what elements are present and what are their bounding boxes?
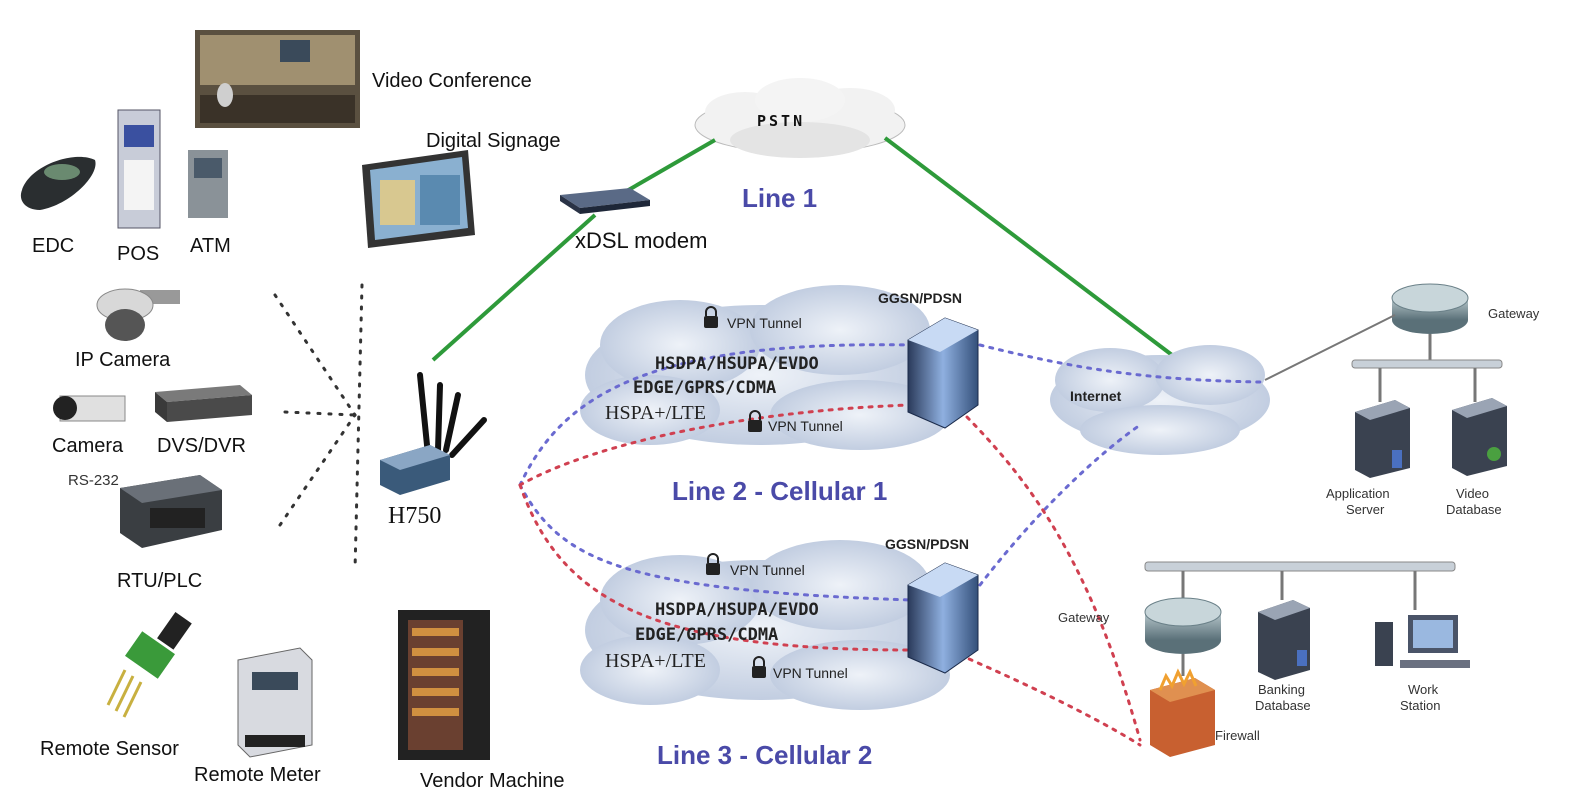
label-app-server-2: Server [1346, 502, 1385, 517]
gateway-router-bottom [1144, 597, 1222, 676]
pstn-cloud [694, 78, 906, 158]
dvs-dvr-icon [155, 385, 252, 422]
device-dotted-links [273, 283, 364, 572]
label-vendor-machine: Vendor Machine [420, 770, 565, 792]
label-gateway-top: Gateway [1488, 306, 1540, 321]
label-firewall: Firewall [1215, 728, 1260, 743]
label-rtu-plc: RTU/PLC [117, 570, 203, 592]
label-tech-row3: HSPA+/LTE [605, 650, 706, 672]
ggsn-server-2 [907, 562, 979, 674]
label-camera: Camera [52, 435, 124, 457]
label-remote-meter: Remote Meter [194, 764, 321, 786]
label-video-conference: Video Conference [372, 70, 532, 92]
atm-icon [188, 150, 228, 218]
video-database-icon [1452, 398, 1507, 476]
label-ggsn-2: GGSN/PDSN [885, 536, 970, 552]
banking-database-icon [1258, 600, 1310, 680]
camera-icon [53, 395, 126, 422]
red-vpn-dots [518, 403, 1142, 747]
pos-terminal-icon [117, 109, 161, 229]
label-banking-db-2: Database [1255, 698, 1311, 713]
lock-icon [748, 410, 762, 432]
label-line2: Line 2 - Cellular 1 [672, 476, 888, 506]
label-tech-row1: HSDPA/HSUPA/EVDO [655, 354, 819, 374]
label-internet: Internet [1070, 388, 1122, 404]
video-conference-image [195, 30, 360, 128]
remote-meter-icon [237, 647, 313, 758]
line1-links [431, 136, 1174, 362]
label-vpn-tunnel: VPN Tunnel [773, 665, 848, 681]
label-banking-db-1: Banking [1258, 682, 1305, 697]
label-rs232: RS-232 [68, 472, 119, 489]
lock-icon [706, 553, 720, 575]
label-tech-row1: HSDPA/HSUPA/EVDO [655, 600, 819, 620]
label-app-server-1: Application [1326, 486, 1390, 501]
ip-camera-icon [96, 288, 180, 341]
label-vpn-tunnel: VPN Tunnel [727, 315, 802, 331]
ggsn-server-1 [907, 317, 979, 429]
label-video-db-2: Database [1446, 502, 1502, 517]
label-edc: EDC [32, 235, 75, 257]
label-vpn-tunnel: VPN Tunnel [768, 418, 843, 434]
label-xdsl-modem: xDSL modem [575, 228, 708, 253]
label-ip-camera: IP Camera [75, 349, 171, 371]
internet-cloud [1050, 345, 1270, 455]
vendor-machine-icon [398, 610, 490, 760]
label-remote-sensor: Remote Sensor [40, 738, 179, 760]
firewall-icon [1150, 668, 1215, 757]
label-dvs-dvr: DVS/DVR [157, 435, 246, 457]
cellular-cloud-2 [580, 540, 950, 710]
h750-router-icon [380, 372, 487, 495]
label-atm: ATM [190, 235, 231, 257]
remote-sensor-icon [106, 611, 192, 718]
label-pos: POS [117, 243, 160, 265]
gateway-router-top [1391, 283, 1469, 334]
workstation-icon [1375, 615, 1470, 668]
cellular-cloud-1 [580, 285, 950, 450]
edc-terminal-icon [20, 156, 96, 210]
lock-icon [704, 306, 718, 328]
label-tech-row2: EDGE/GPRS/CDMA [633, 378, 777, 398]
label-pstn: PSTN [757, 112, 806, 130]
label-gateway-bottom: Gateway [1058, 610, 1110, 625]
label-line3: Line 3 - Cellular 2 [657, 740, 873, 770]
label-workstation-1: Work [1408, 682, 1439, 697]
label-tech-row2: EDGE/GPRS/CDMA [635, 625, 779, 645]
digital-signage-icon [362, 150, 475, 248]
label-vpn-tunnel: VPN Tunnel [730, 562, 805, 578]
application-server-icon [1355, 400, 1410, 478]
label-ggsn-1: GGSN/PDSN [878, 290, 963, 306]
label-workstation-2: Station [1400, 698, 1441, 713]
backend-lan-top [1264, 314, 1503, 402]
xdsl-modem-icon [560, 188, 650, 214]
lock-icon [752, 656, 766, 678]
label-video-db-1: Video [1456, 486, 1490, 501]
blue-vpn-dots [518, 343, 1262, 602]
backend-lan-bottom [1144, 561, 1456, 610]
label-line1: Line 1 [742, 183, 818, 213]
label-tech-row3: HSPA+/LTE [605, 402, 706, 424]
label-h750: H750 [388, 503, 442, 529]
rtu-plc-icon [120, 475, 222, 548]
label-digital-signage: Digital Signage [426, 130, 561, 152]
